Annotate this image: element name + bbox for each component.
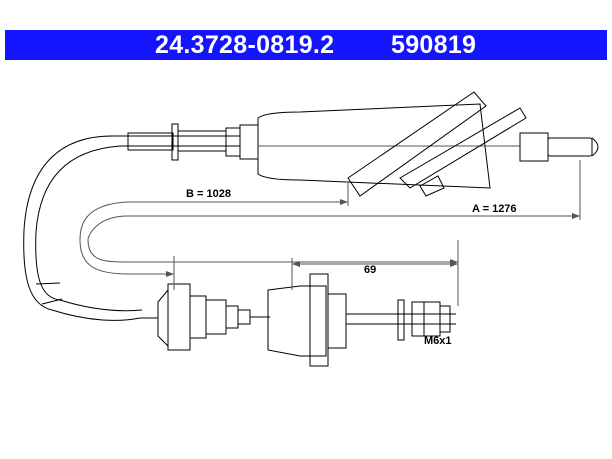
dim-69-label: 69: [364, 264, 376, 276]
cable-outer-sheath: [23, 135, 240, 311]
top-bracket: [347, 91, 487, 197]
lower-left-body-2: [205, 299, 227, 335]
cable-lower-section-inner: [59, 299, 143, 312]
lower-left-plate: [167, 283, 191, 351]
cable-inner-sheath: [35, 145, 240, 301]
lower-housing-plate: [309, 273, 329, 367]
lower-left-flange: [157, 288, 169, 348]
dim-b-label: B = 1028: [186, 188, 231, 200]
top-step-2: [239, 124, 259, 160]
top-end-tip: [591, 137, 599, 157]
top-ferrule: [127, 132, 174, 151]
thread-label: M6x1: [424, 335, 452, 347]
top-housing: [257, 103, 491, 189]
top-bracket-flange: [399, 107, 527, 197]
dim-b-line: [79, 201, 348, 275]
dim-a-line: [87, 215, 580, 263]
dim-a-label: A = 1276: [472, 203, 517, 215]
cable-lower-section-outer: [51, 309, 141, 321]
lower-housing-step: [327, 293, 347, 349]
lower-washer: [397, 299, 405, 341]
lower-left-body-4: [237, 309, 251, 325]
lower-left-body-3: [225, 305, 239, 329]
lower-nut-2: [439, 305, 451, 333]
lower-left-body: [189, 295, 207, 339]
top-collar: [177, 130, 227, 152]
top-end-rod: [547, 137, 593, 157]
bend-collar: [35, 282, 63, 305]
lower-nut: [411, 301, 441, 337]
top-step: [225, 127, 241, 157]
ref-number: 590819: [391, 31, 477, 59]
part-number: 24.3728-0819.2: [155, 31, 335, 59]
title-banner: 24.3728-0819.2 590819: [5, 30, 607, 60]
top-end-sleeve: [519, 132, 549, 162]
lower-housing: [267, 285, 327, 357]
